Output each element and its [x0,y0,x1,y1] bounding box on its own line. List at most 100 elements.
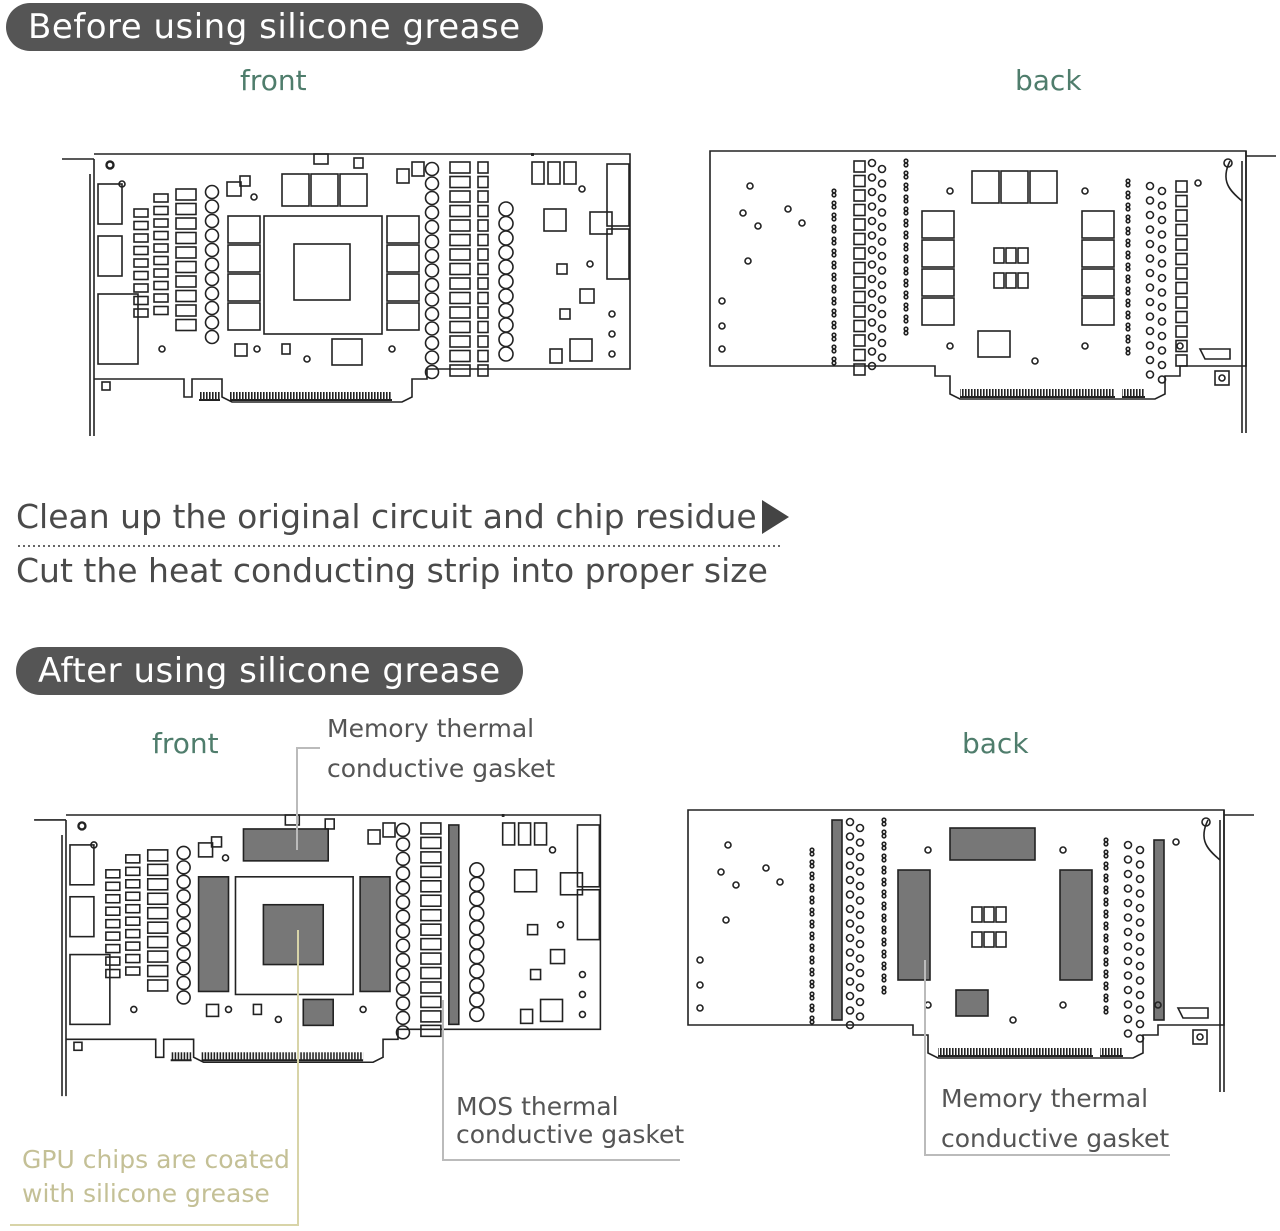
solder-point [250,193,258,201]
resistor-pad [881,977,887,983]
chip [331,338,363,366]
callout-gpu-line1: GPU chips are coated [22,1145,290,1174]
leader-gpu [10,930,299,1226]
resistor-pad [831,236,837,242]
resistor-pad [809,935,815,941]
component [559,872,584,896]
resistor-pad [1103,981,1109,987]
resistor-pad [1125,218,1131,224]
mosfet [477,161,489,174]
inductor [176,946,191,962]
inductor [468,934,485,950]
component [101,381,111,391]
component [1192,1029,1208,1045]
resistor-pad [831,204,837,210]
after-back-label: back [962,727,1029,760]
via [877,179,887,188]
inductor [424,161,440,177]
after-back-card [687,809,1254,1092]
via [867,289,877,298]
inductor [468,919,485,936]
resistor-pad [809,875,815,881]
small-chip [983,906,995,923]
inductor [395,952,411,968]
resistor-pad [809,871,815,877]
mosfet [477,190,489,203]
capacitor [449,306,471,319]
via [1145,355,1155,365]
resistor-pad [1125,338,1131,344]
via [855,867,865,876]
latch [1198,348,1231,360]
callout-memory-front-line2: conductive gasket [327,754,556,783]
via [867,303,877,313]
via [1135,1005,1145,1014]
solder-point [130,1005,138,1014]
via [1123,855,1133,864]
via [867,216,877,226]
gpu-substrate [263,215,383,335]
capacitor [146,906,169,920]
via [1145,312,1155,321]
solder-point [578,185,586,193]
mosfet [477,248,489,261]
capacitor [175,289,197,303]
component [589,211,613,235]
resistor-pad [831,320,837,326]
mosfet [477,320,489,334]
inductor [468,905,485,921]
mount-hole [1201,817,1211,827]
solder-point [798,219,806,227]
solder-point [718,345,726,353]
via [1135,947,1145,956]
gpu-die-greased [262,903,325,966]
resistor-pad [809,847,815,853]
resistor-pad [1103,973,1109,979]
memory-chip [921,210,955,239]
resistor-pad [903,222,909,228]
resistor-pad [831,192,837,198]
via [855,823,865,833]
callout-memory-back-line1: Memory thermal [941,1084,1149,1113]
mount-hole [1223,158,1233,168]
resistor-pad [881,817,887,823]
resistor-pad [1125,226,1131,232]
capacitor [175,318,197,332]
spacer [501,814,505,817]
resistor-pad [903,314,909,320]
component [226,181,242,197]
component [579,288,595,304]
resistor-pad [903,218,909,224]
resistor-pad [1103,901,1109,907]
via [1135,918,1145,927]
inductor [176,860,191,875]
capacitor [146,964,169,978]
resistor-pad [831,264,837,270]
callout-mos-line2: conductive gasket [456,1120,685,1149]
resistor-pad [903,170,909,176]
callout-mos-line1: MOS thermal [456,1092,619,1121]
inductor [468,992,485,1008]
mosfet [477,349,489,363]
inductor [204,184,220,200]
via [867,260,877,269]
resistor-pad [809,955,815,961]
capacitor [153,280,169,291]
solder-point [732,881,740,889]
resistor-pad [881,937,887,943]
capacitor [175,275,197,288]
io-port [97,235,123,277]
via [1123,942,1133,951]
resistor-pad [809,887,815,893]
via [1145,283,1155,292]
before-front-card [62,153,631,436]
solder-point [90,841,98,849]
capacitor [1175,194,1188,208]
after-front-label: front [152,727,219,760]
component [519,1008,534,1025]
resistor-pad [903,282,909,288]
capacitor [175,202,197,216]
component [324,818,335,830]
resistor-pad [809,923,815,929]
via [1135,845,1145,855]
